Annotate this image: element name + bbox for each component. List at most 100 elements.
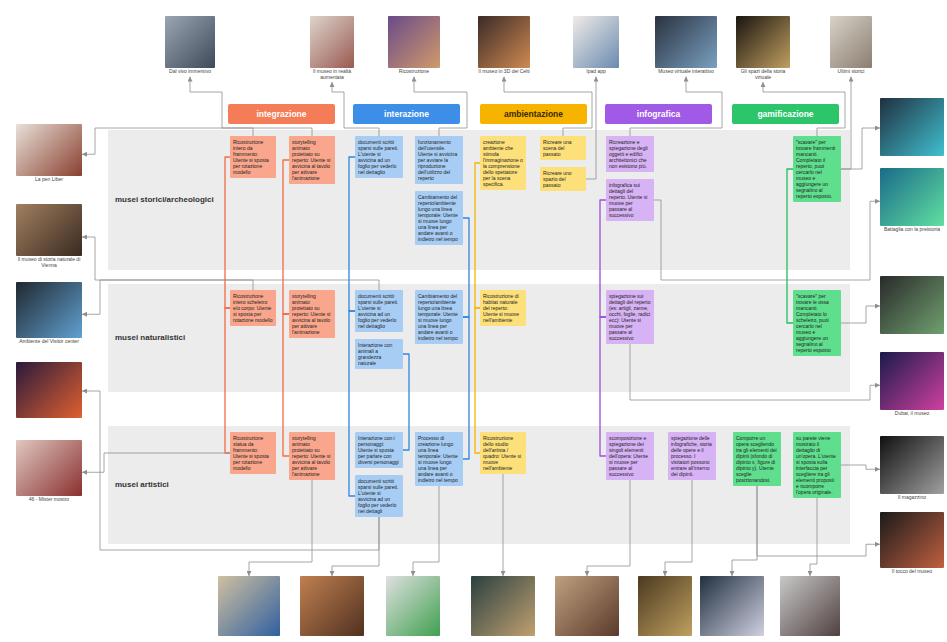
connector <box>283 160 289 314</box>
connector <box>841 128 880 169</box>
note-text: Ricostruzione di habitat naturale del re… <box>483 293 523 323</box>
header-text: interazione <box>384 109 429 119</box>
connector <box>349 157 355 311</box>
note-text: Ricreazione e spiegazione degli oggetti … <box>609 139 651 169</box>
column-header: integrazione <box>228 104 335 124</box>
photo-node: Il magazzino <box>880 436 944 503</box>
photo-caption: Il museo in realtà aumentata <box>310 69 354 80</box>
note-text: su parete viene mostrato il dettaglio di… <box>796 435 838 495</box>
photo-node <box>555 576 619 638</box>
photo-caption: Battaglia con la preistoria <box>880 227 944 233</box>
note-text: Interazione con animali a grandezza natu… <box>358 342 400 366</box>
connector <box>665 480 692 576</box>
photo-thumbnail <box>218 576 280 636</box>
note-text: spiegazione delle infografiche, storia d… <box>671 435 713 477</box>
photo-caption: Il magazzino <box>880 495 944 501</box>
photo-caption: Il museo in 3D dei Celti <box>478 69 530 75</box>
note-text: "scavare" per trovare le ossa mancanti. … <box>796 293 838 353</box>
connector <box>475 308 480 453</box>
photo-node: Dubai, il museo <box>880 352 944 419</box>
row-band: musei storici/archeologici Ricostruzione … <box>108 130 850 270</box>
note-text: spiegazione sui dettagli del reperto (es… <box>609 293 651 341</box>
photo-thumbnail <box>880 168 944 226</box>
connector <box>787 169 793 323</box>
sticky-note: storytelling animato proiettato su reper… <box>289 432 335 480</box>
photo-thumbnail <box>700 576 764 636</box>
photo-node <box>880 276 944 336</box>
column-header: ambientazione <box>480 104 587 124</box>
connector <box>82 391 379 550</box>
photo-thumbnail <box>388 16 440 68</box>
connector <box>587 480 630 576</box>
column-header: interazione <box>353 104 460 124</box>
sticky-note: spiegazione delle infografiche, storia d… <box>668 432 716 480</box>
photo-caption: Ambiente del Visitor center <box>16 339 82 345</box>
connector <box>654 200 880 280</box>
connector <box>82 237 253 290</box>
photo-node: Il tocco del museo <box>880 512 944 577</box>
sticky-note: "scavare" per trovare frammenti mancanti… <box>793 136 841 202</box>
note-text: Ricostruzione intero da frammento: Utent… <box>233 139 273 175</box>
sticky-note: Ricostruzione di habitat naturale del re… <box>480 290 526 326</box>
note-text: funzionamento dell'utensile. Utente si a… <box>418 139 460 181</box>
connector <box>503 474 504 576</box>
connector <box>841 465 880 469</box>
note-text: "scavare" per trovare frammenti mancanti… <box>796 139 838 199</box>
sticky-note: Ricostruzione statua da frammento: Utent… <box>230 432 276 474</box>
photo-thumbnail <box>300 576 364 636</box>
photo-node <box>880 98 944 158</box>
photo-caption: Il tocco del museo <box>880 569 944 575</box>
photo-node: Ambiente del Visitor center <box>16 282 82 347</box>
sticky-note: Comporre un opera scegliendo tra gli ele… <box>733 432 781 486</box>
connector <box>463 317 469 459</box>
connector <box>225 308 230 453</box>
photo-caption: Museo virtuale interattivo <box>655 69 717 75</box>
connector <box>349 311 355 496</box>
photo-node <box>700 576 764 638</box>
connector <box>463 218 469 317</box>
sticky-note: documenti scritti sparsi sulle pareti. L… <box>355 290 403 332</box>
sticky-note: infografica sui dettagli del reperto. Ut… <box>606 179 654 221</box>
connector <box>414 77 467 137</box>
connector <box>225 157 230 308</box>
sticky-note: Ricostruzione dello studio dell'artista … <box>480 432 526 474</box>
sticky-note: Interazione con animali a grandezza natu… <box>355 339 403 369</box>
photo-thumbnail <box>736 16 790 68</box>
note-text: scomposizione e spiegazione dei singoli … <box>609 435 651 477</box>
note-text: Cambiamento del reperto/ambiente lungo u… <box>418 293 460 341</box>
note-text: Comporre un opera scegliendo tra gli ele… <box>736 435 778 483</box>
photo-thumbnail <box>16 282 82 338</box>
photo-node: Dal vivo immersivo <box>165 16 215 77</box>
note-text: documenti scritti sparsi sulle pareti. L… <box>358 293 400 329</box>
connector <box>82 280 379 314</box>
photo-node <box>386 576 440 638</box>
photo-thumbnail <box>386 576 440 636</box>
photo-node: La pen Liber <box>16 124 82 185</box>
row-band: musei naturalisticiRicostruzione intero … <box>108 284 850 392</box>
connector <box>403 354 409 450</box>
sticky-note: storytelling animato proiettato su reper… <box>289 136 335 184</box>
photo-thumbnail <box>880 352 944 410</box>
photo-thumbnail <box>880 276 944 334</box>
header-text: infografica <box>637 109 680 119</box>
note-text: storytelling animato proiettato su reper… <box>292 293 332 335</box>
photo-node <box>300 576 364 638</box>
note-text: Ricreare una scena del passato <box>543 139 583 157</box>
connector <box>600 200 606 317</box>
photo-thumbnail <box>471 576 535 636</box>
sticky-note: Ricreare uno spazio del passato <box>540 167 586 191</box>
sticky-note: storytelling animato proiettato su reper… <box>289 290 335 338</box>
column-header: infografica <box>605 104 712 124</box>
photo-thumbnail <box>880 98 944 156</box>
connector <box>586 77 596 180</box>
connector <box>82 453 230 472</box>
row-label: musei storici/archeologici <box>115 195 217 205</box>
row-band: musei artisticiRicostruzione statua da f… <box>108 426 850 544</box>
note-text: documenti scritti sparsi sulle pareti. L… <box>358 139 400 175</box>
note-text: storytelling animato proiettato su reper… <box>292 435 332 477</box>
photo-node <box>638 576 692 638</box>
sticky-note: Ricostruzione intero da frammento: Utent… <box>230 136 276 178</box>
note-text: Ricreare uno spazio del passato <box>543 170 583 188</box>
note-text: creazione ambiente che stimola l'immagin… <box>483 139 523 187</box>
photo-thumbnail <box>780 576 840 636</box>
